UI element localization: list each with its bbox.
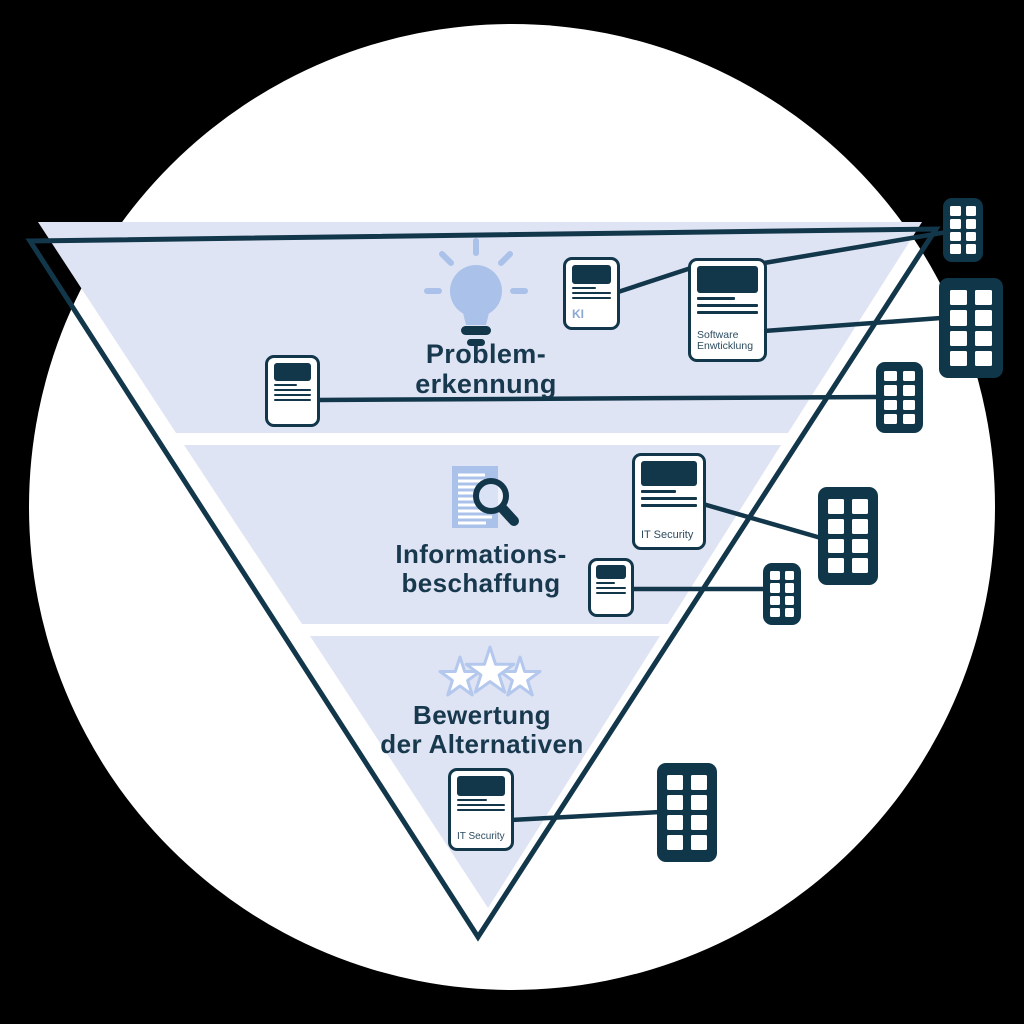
card-text-line [697,304,758,307]
card-header [641,461,697,486]
card-text-line [274,399,311,401]
stage1-title-line1: Problem- [425,339,547,369]
card-text-line [457,809,505,811]
document-card [265,355,320,427]
document-card-software: Software Enwticklung [688,258,767,362]
stage-title-problemerkennung: Problem- erkennung [326,339,646,399]
connector-leftcard-building3 [314,394,882,403]
card-text-line [572,292,611,294]
document-card-it-security-eval: IT Security [448,768,514,851]
stage-title-bewertung: Bewertung der Alternativen [322,701,642,759]
card-text-line [457,799,487,801]
card-text-line [274,384,297,386]
building-icon [657,763,717,862]
connector-ki-software [615,265,694,295]
card-text-line [274,389,311,391]
building-icon [876,362,923,433]
stage-title-informationsbeschaffung: Informations- beschaffung [321,540,641,598]
card-header [596,565,626,579]
card-text-line [641,497,697,500]
card-text-line [596,592,626,594]
card-text-line [596,587,626,589]
card-header [457,776,505,796]
connector-itsec3-building6 [508,809,663,823]
building-icon [818,487,878,585]
stage3-title-line1: Bewertung [413,700,551,730]
connector-itsec2-building4 [700,501,824,541]
rating-stars-icon [438,645,542,697]
card-text-line [641,490,676,493]
connector-software-building2 [761,315,944,334]
card-text-line [596,582,615,584]
card-label: IT Security [641,528,694,541]
stage3-title-line2: der Alternativen [380,729,584,759]
stage1-title-line2: erkennung [415,369,557,399]
card-text-line [697,297,735,300]
card-label: IT Security [457,830,505,842]
card-text-line [572,297,611,299]
card-header [572,265,611,284]
document-card-ki: KI [563,257,620,330]
document-search-icon [452,466,519,528]
card-text-line [641,504,697,507]
stage2-title-line2: beschaffung [401,568,561,598]
connector-lines [314,229,950,823]
card-text-line [274,394,311,396]
funnel-outline-triangle [25,226,941,942]
card-text-line [572,287,597,289]
document-card-it-security-info: IT Security [632,453,706,550]
document-card [588,558,634,617]
card-label-line1: Software [697,328,739,341]
card-label: KI [572,306,584,321]
stage2-title-line1: Informations- [395,539,567,569]
card-header [697,266,758,293]
building-icon [943,198,983,262]
card-text-line [697,311,758,314]
building-icon [763,563,801,625]
card-header [274,363,311,381]
building-icon [939,278,1003,378]
card-text-line [457,804,505,806]
lightbulb-icon [424,238,528,346]
card-label: Software Enwticklung [697,328,758,355]
card-label-line2: Enwticklung [697,340,754,353]
connector-software-building1 [761,229,950,266]
